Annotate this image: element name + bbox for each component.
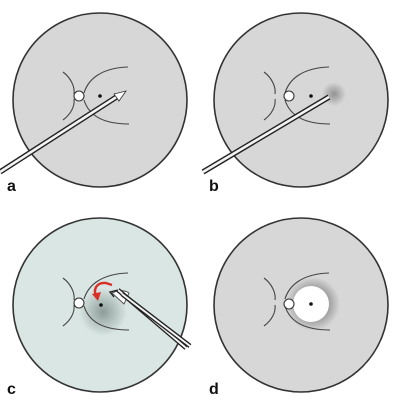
- rotation-arrow: [92, 281, 113, 301]
- vessel-curve-upper-right: [83, 66, 129, 94]
- globe-disc: [12, 12, 188, 188]
- panel-label-c: c: [7, 381, 16, 398]
- vessel-curve-lower-right: [83, 305, 130, 331]
- vessel-curve-lower-left: [62, 98, 75, 121]
- panel-label-b: b: [209, 178, 219, 195]
- fovea-dot: [99, 303, 103, 307]
- probe-instrument: [0, 90, 127, 175]
- globe-disc: [213, 12, 389, 188]
- lesion-shading: [322, 82, 346, 106]
- panel-d: d: [201, 200, 402, 400]
- vessel-curve-lower-left: [263, 98, 276, 121]
- panel-c-drawing: [12, 217, 192, 393]
- fovea-dot: [309, 302, 313, 306]
- vessel-curve-lower-left: [62, 304, 75, 327]
- panel-label-d: d: [209, 381, 219, 398]
- vessel-curve-upper-right: [284, 272, 330, 300]
- vessel-curve-upper-right: [284, 66, 330, 94]
- vessel-curve-upper-left: [263, 277, 276, 301]
- optic-disc: [283, 90, 295, 102]
- panel-a: a: [0, 0, 201, 200]
- vessel-curve-upper-left: [62, 277, 75, 301]
- probe-instrument: [201, 94, 331, 175]
- forceps-instrument: [108, 288, 192, 350]
- vessel-curve-lower-right: [284, 305, 331, 331]
- vessel-curve-lower-right: [83, 99, 130, 125]
- fovea-dot: [98, 94, 102, 98]
- optic-disc: [283, 298, 295, 310]
- fovea-dot: [309, 94, 313, 98]
- optic-disc: [73, 297, 85, 309]
- panel-a-drawing: [0, 12, 188, 188]
- panel-c: c: [0, 200, 201, 400]
- panel-d-drawing: [213, 217, 389, 393]
- panel-b: b: [201, 0, 402, 200]
- vessel-curve-lower-left: [263, 304, 276, 327]
- vessel-curve-upper-right: [83, 272, 129, 300]
- optic-disc: [73, 90, 85, 102]
- lesion-shading: [79, 288, 127, 336]
- vessel-curve-upper-left: [263, 71, 276, 95]
- vessel-curve-upper-left: [62, 71, 75, 95]
- panel-label-a: a: [7, 178, 16, 195]
- panel-b-drawing: [201, 12, 389, 188]
